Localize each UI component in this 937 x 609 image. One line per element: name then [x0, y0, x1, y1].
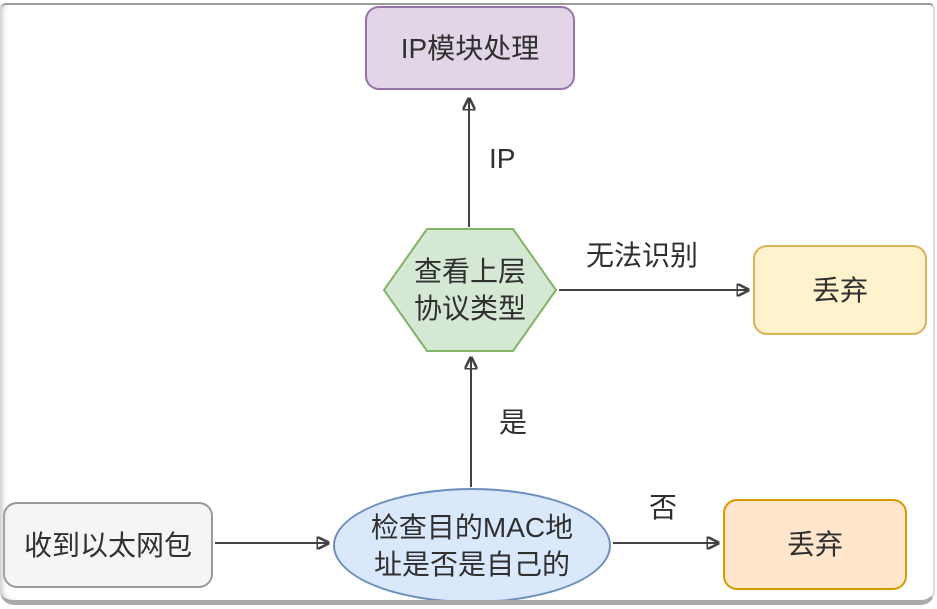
edge-label-yes: 是 — [496, 401, 531, 441]
node-ip-module: IP模块处理 — [365, 6, 575, 90]
edge-label-unrecognized: 无法识别 — [583, 234, 702, 274]
node-mac-check: 检查目的MAC地 址是否是自己的 — [333, 488, 611, 603]
edge-label-no: 否 — [646, 486, 681, 526]
node-ip-module-label: IP模块处理 — [400, 32, 540, 64]
node-discard-unrecognized-label: 丢弃 — [811, 274, 868, 306]
edge-label-ip: IP — [486, 143, 519, 175]
node-mac-check-label: 检查目的MAC地 址是否是自己的 — [370, 511, 574, 580]
node-receive-packet: 收到以太网包 — [3, 502, 213, 588]
node-discard-no-label: 丢弃 — [786, 529, 843, 560]
node-discard-no: 丢弃 — [723, 499, 907, 590]
node-protocol-check: 查看上层 协议类型 — [382, 227, 558, 353]
node-protocol-check-label: 查看上层 协议类型 — [413, 256, 526, 324]
node-receive-packet-label: 收到以太网包 — [23, 529, 192, 561]
node-discard-unrecognized: 丢弃 — [753, 245, 927, 335]
hexagon-polygon — [382, 228, 558, 352]
hexagon-shape — [382, 228, 558, 352]
